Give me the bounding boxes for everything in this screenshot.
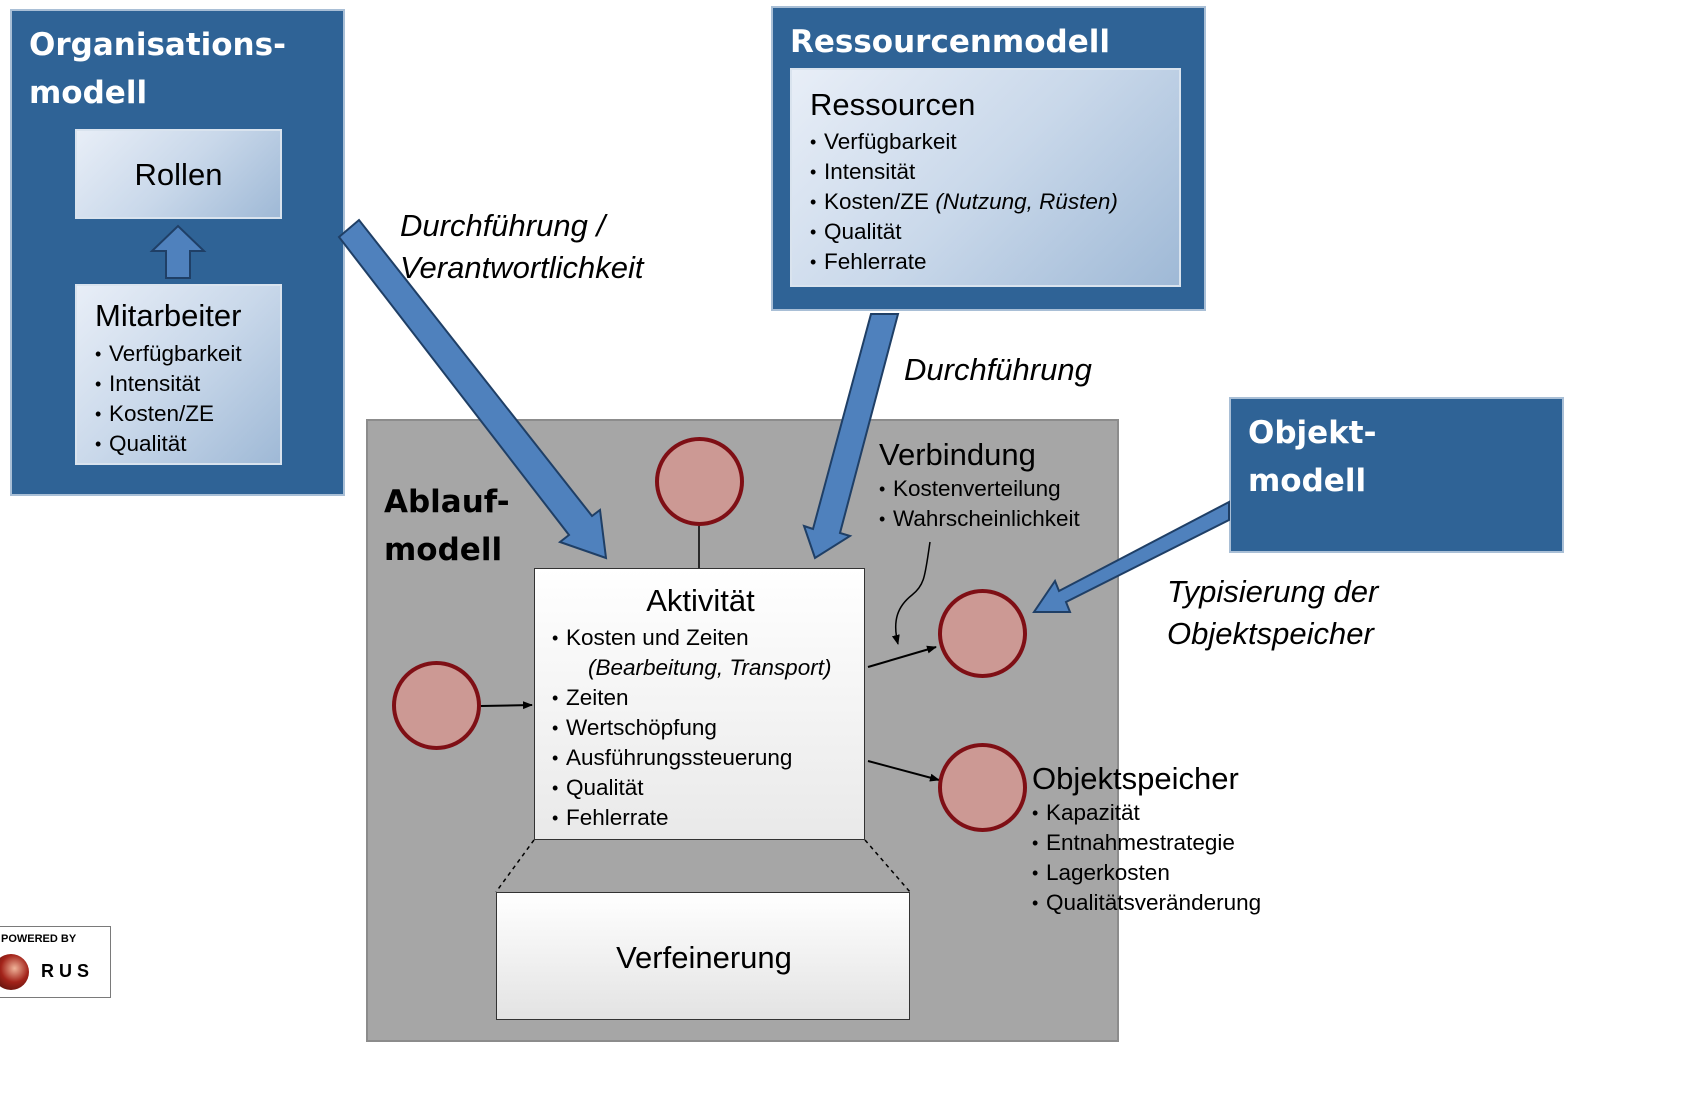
input-node xyxy=(392,661,481,750)
responsibility-label: Durchführung / Verantwortlichkeit xyxy=(400,208,644,285)
powered-by-text: POWERED BY xyxy=(1,933,77,945)
object-store-item: Lagerkosten xyxy=(1032,858,1261,888)
employee-item: Qualität xyxy=(95,429,242,459)
resource-model-box: Ressourcenmodell Ressourcen Verfügbarkei… xyxy=(771,6,1206,311)
process-model-title: Ablauf- modell xyxy=(384,484,510,568)
object-store-item: Entnahmestrategie xyxy=(1032,828,1261,858)
activity-item-times: Zeiten xyxy=(552,683,831,713)
activity-item-error-rate: Fehlerrate xyxy=(552,803,831,833)
resources-item: Kosten/ZE (Nutzung, Rüsten) xyxy=(810,187,1118,217)
employee-title: Mitarbeiter xyxy=(95,298,242,333)
organisation-model-box: Organisations- modell Rollen Mitarbeiter… xyxy=(10,9,345,496)
typing-label: Typisierung der Objektspeicher xyxy=(1167,574,1379,651)
object-store-list: Kapazität Entnahmestrategie Lagerkosten … xyxy=(1032,798,1261,918)
object-store-title: Objektspeicher xyxy=(1032,761,1239,796)
employee-item: Kosten/ZE xyxy=(95,399,242,429)
employee-item: Verfügbarkeit xyxy=(95,339,242,369)
activity-box: Aktivität Kosten und Zeiten (Bearbeitung… xyxy=(534,568,865,840)
resources-attribute-list: Verfügbarkeit Intensität Kosten/ZE (Nutz… xyxy=(810,127,1118,277)
employee-item: Intensität xyxy=(95,369,242,399)
activity-attribute-list: Kosten und Zeiten (Bearbeitung, Transpor… xyxy=(552,623,831,833)
resource-model-title: Ressourcenmodell xyxy=(790,24,1110,60)
connection-item: Kostenverteilung xyxy=(879,474,1080,504)
object-model-box: Objekt- modell xyxy=(1229,397,1564,553)
activity-item-cost-time: Kosten und Zeiten xyxy=(552,623,831,653)
refinement-dashed-right xyxy=(864,839,911,893)
activity-item-quality: Qualität xyxy=(552,773,831,803)
top-node xyxy=(655,437,744,526)
refinement-label: Verfeinerung xyxy=(616,940,792,975)
output-node-1 xyxy=(938,589,1027,678)
resources-item: Qualität xyxy=(810,217,1118,247)
roles-label: Rollen xyxy=(134,157,223,192)
roles-box: Rollen xyxy=(75,129,282,219)
connection-list: Kostenverteilung Wahrscheinlichkeit xyxy=(879,474,1080,534)
up-arrow-icon xyxy=(149,224,207,279)
connection-text: Verbindung Kostenverteilung Wahrscheinli… xyxy=(879,436,1080,534)
resources-cost-note: (Nutzung, Rüsten) xyxy=(935,189,1118,214)
object-store-item: Qualitätsveränderung xyxy=(1032,888,1261,918)
resources-item: Fehlerrate xyxy=(810,247,1118,277)
resources-item: Verfügbarkeit xyxy=(810,127,1118,157)
refinement-dashed-left xyxy=(495,839,535,893)
resources-item: Intensität xyxy=(810,157,1118,187)
logo-brand-text: R U S xyxy=(41,961,90,981)
object-store-text: Objektspeicher Kapazität Entnahmestrateg… xyxy=(1032,760,1261,918)
object-store-node xyxy=(938,743,1027,832)
execution-arrow xyxy=(802,313,900,560)
refinement-box: Verfeinerung xyxy=(496,892,910,1020)
logo-emblem-icon xyxy=(0,954,29,990)
activity-item-subnote: (Bearbeitung, Transport) xyxy=(588,655,832,680)
object-store-item: Kapazität xyxy=(1032,798,1261,828)
output-flow-arrow-1 xyxy=(867,645,937,668)
activity-title: Aktivität xyxy=(646,583,755,618)
responsibility-arrow xyxy=(337,218,608,560)
activity-item-execution-control: Ausführungssteuerung xyxy=(552,743,831,773)
output-flow-arrow-2 xyxy=(867,760,940,782)
powered-by-logo: POWERED BY R U S xyxy=(0,926,111,998)
resources-title: Ressourcen xyxy=(810,87,976,122)
resources-box: Ressourcen Verfügbarkeit Intensität Kost… xyxy=(790,68,1181,287)
employee-box: Mitarbeiter Verfügbarkeit Intensität Kos… xyxy=(75,284,282,465)
connection-title: Verbindung xyxy=(879,437,1036,472)
employee-attribute-list: Verfügbarkeit Intensität Kosten/ZE Quali… xyxy=(95,339,242,459)
typing-arrow xyxy=(1032,500,1230,613)
connection-pointer-arrow xyxy=(891,541,931,645)
object-model-title: Objekt- modell xyxy=(1248,415,1377,499)
execution-label: Durchführung xyxy=(904,352,1092,387)
organisation-model-title: Organisations- modell xyxy=(29,27,286,111)
activity-item-value-creation: Wertschöpfung xyxy=(552,713,831,743)
connection-item: Wahrscheinlichkeit xyxy=(879,504,1080,534)
input-flow-arrow xyxy=(480,701,533,710)
